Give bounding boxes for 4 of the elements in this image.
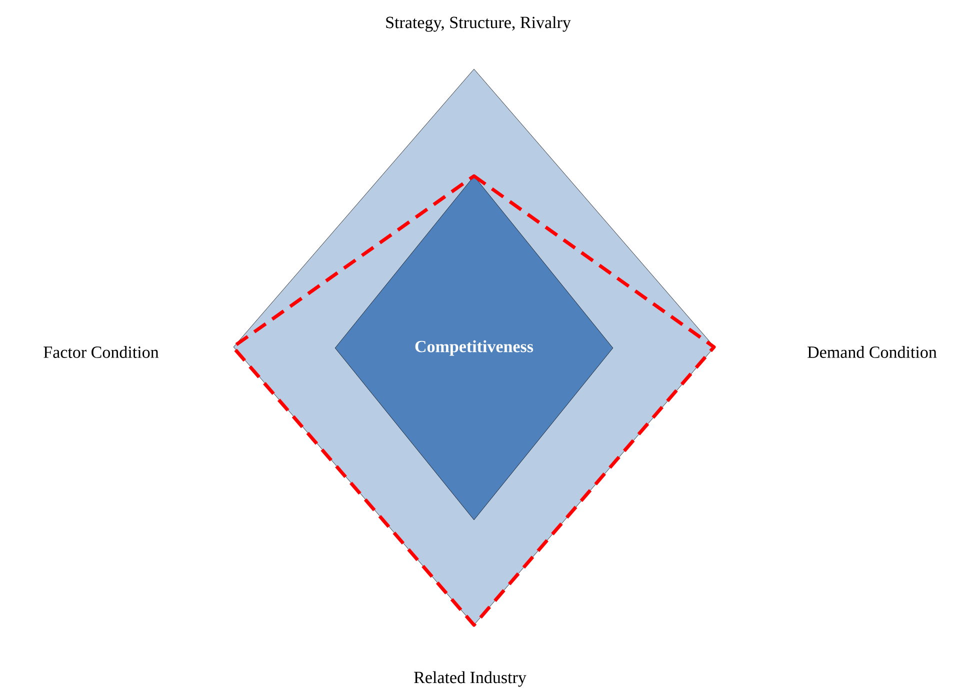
- axis-label: Strategy, Structure, Rivalry: [386, 16, 571, 32]
- axis-label: Related Industry: [414, 671, 526, 687]
- axis-label: Factor Condition: [44, 346, 159, 358]
- axis-label: Demand Condition: [808, 346, 937, 358]
